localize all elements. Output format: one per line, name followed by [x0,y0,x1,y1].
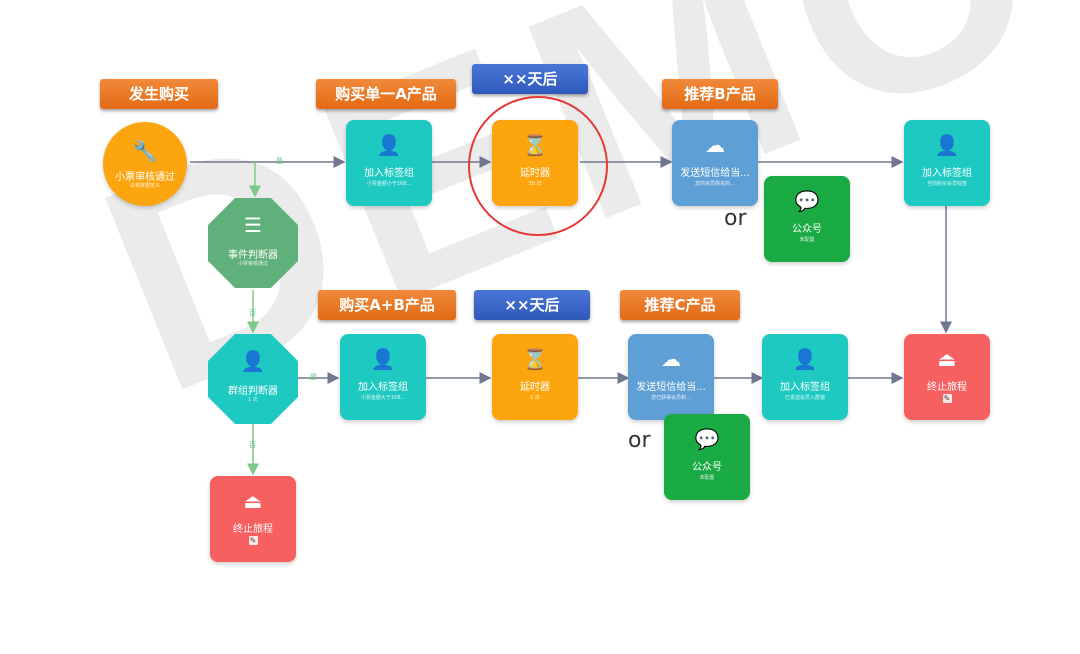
node-event-sub: 小票审核通过 [237,261,268,267]
node-tag-3-title: 加入标签组 [358,382,408,393]
node-end-2-title: 终止旅程 [233,524,273,535]
node-tag-4-sub: 已发送会员入群邀 [784,395,825,401]
node-tag-2-title: 加入标签组 [922,168,972,179]
wechat-icon: 💬 [694,427,720,451]
edge-tag-yes-1: 是 [276,157,283,165]
node-sms-2-sub: 您已获得会员积... [651,395,691,401]
node-tag-2-sub: 当前购买会员标签 [926,181,967,187]
edge-tag-no-1: 否 [249,309,256,317]
node-wechat-1-title: 公众号 [792,224,822,235]
node-event-judge[interactable]: ☰ 事件判断器 小票审核通过 [208,198,298,288]
node-tag-1[interactable]: 👤 加入标签组 小票金额小于168... [346,120,432,206]
or-label-1: or [724,206,747,231]
node-timer-2-title: 延时器 [520,382,550,393]
banner-recommend-b: 推荐B产品 [662,79,778,109]
node-wechat-2[interactable]: 💬 公众号 未配置 [664,414,750,500]
node-group-title: 群组判断器 [228,386,278,397]
user-plus-icon: 👤 [792,347,818,371]
node-timer-2[interactable]: ⌛ 延时器 1 日 [492,334,578,420]
eject-icon: ⏏ [937,347,957,371]
node-sms-2-title: 发送短信给当... [636,382,706,393]
node-event-title: 事件判断器 [228,250,278,261]
banner-days-later-2: ××天后 [474,290,590,320]
edit-icon: ✎ [942,394,952,403]
user-group-icon: 👤 [240,349,266,373]
node-timer-2-sub: 1 日 [530,395,540,401]
banner-recommend-c: 推荐C产品 [620,290,740,320]
node-wechat-1[interactable]: 💬 公众号 未配置 [764,176,850,262]
edge-tag-yes-2: 是 [310,373,317,381]
node-end-1-title: 终止旅程 [927,382,967,393]
node-end-1[interactable]: ⏏ 终止旅程 ✎ [904,334,990,420]
edge-tag-no-2: 否 [249,441,256,449]
user-plus-icon: 👤 [376,133,402,157]
node-start[interactable]: 🔧 小票审核通过 没有数据定义 [103,122,187,206]
node-tag-4-title: 加入标签组 [780,382,830,393]
list-icon: ☰ [244,213,262,237]
highlight-circle [468,96,608,236]
node-tag-2[interactable]: 👤 加入标签组 当前购买会员标签 [904,120,990,206]
banner-buy-a: 购买单一A产品 [316,79,456,109]
node-wechat-2-sub: 未配置 [699,475,715,481]
wrench-icon: 🔧 [132,139,158,163]
node-start-title: 小票审核通过 [115,172,175,183]
edit-icon: ✎ [248,536,258,545]
user-plus-icon: 👤 [934,133,960,157]
node-tag-1-title: 加入标签组 [364,168,414,179]
node-group-judge[interactable]: 👤 群组判断器 1 次 [208,334,298,424]
node-end-2-edit: ✎ [210,536,296,545]
or-label-2: or [628,428,651,453]
banner-days-later-1: ××天后 [472,64,588,94]
cloud-icon: ☁ [705,133,725,157]
node-tag-4[interactable]: 👤 加入标签组 已发送会员入群邀 [762,334,848,420]
node-sms-1-sub: 您的会员购买的... [695,181,735,187]
node-tag-3[interactable]: 👤 加入标签组 小票金额大于168... [340,334,426,420]
node-sms-2[interactable]: ☁ 发送短信给当... 您已获得会员积... [628,334,714,420]
banner-buy-a-b: 购买A+B产品 [318,290,456,320]
user-plus-icon: 👤 [370,347,396,371]
wechat-icon: 💬 [794,189,820,213]
node-wechat-1-sub: 未配置 [799,237,815,243]
node-tag-1-sub: 小票金额小于168... [366,181,412,187]
eject-icon: ⏏ [243,489,263,513]
node-start-sub: 没有数据定义 [129,183,160,189]
node-tag-3-sub: 小票金额大于168... [360,395,406,401]
node-group-sub: 1 次 [248,397,258,403]
node-end-1-edit: ✎ [904,394,990,403]
cloud-icon: ☁ [661,347,681,371]
node-sms-1-title: 发送短信给当... [680,168,750,179]
banner-purchase: 发生购买 [100,79,218,109]
hourglass-icon: ⌛ [522,347,548,371]
node-end-2[interactable]: ⏏ 终止旅程 ✎ [210,476,296,562]
node-wechat-2-title: 公众号 [692,462,722,473]
node-sms-1[interactable]: ☁ 发送短信给当... 您的会员购买的... [672,120,758,206]
